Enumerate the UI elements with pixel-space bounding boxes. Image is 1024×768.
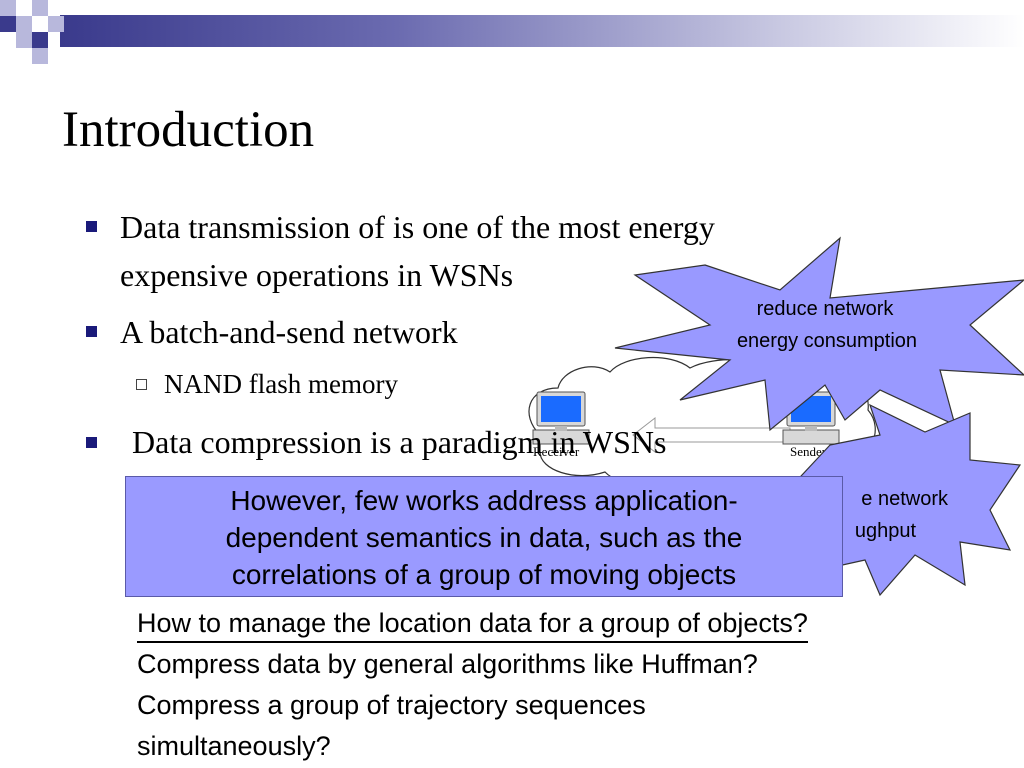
transfer-arrow — [632, 416, 791, 454]
highlight-line: However, few works address application- — [230, 485, 738, 516]
question-list: How to manage the location data for a gr… — [137, 603, 997, 767]
callout1-line2: energy consumption — [737, 330, 917, 352]
question-line: Compress a group of trajectory sequences — [137, 690, 646, 720]
bullet-square-icon — [86, 437, 97, 448]
question-line: Compress data by general algorithms like… — [137, 649, 758, 679]
deco-square — [32, 32, 48, 48]
callout2-line1: e network — [861, 488, 949, 510]
receiver-computer-icon — [532, 391, 590, 445]
receiver-label: Receiver — [533, 444, 580, 459]
bullet-square-icon — [86, 326, 97, 337]
deco-square — [16, 16, 32, 32]
deco-square — [16, 0, 32, 16]
bullet-item: A batch-and-send network — [120, 312, 458, 352]
sender-label: Sender — [790, 444, 827, 459]
sub-bullet-item: NAND flash memory — [164, 367, 398, 401]
deco-square — [32, 48, 48, 64]
bullet-item: Data compression is a paradigm in WSNs — [132, 422, 666, 462]
highlight-box: However, few works address application- … — [125, 476, 843, 597]
bullet-line: A batch-and-send network — [120, 314, 458, 350]
bullet-item: Data transmission of is one of the most … — [120, 207, 715, 295]
highlight-line: correlations of a group of moving object… — [231, 559, 737, 590]
bullet-line: expensive operations in WSNs — [120, 257, 514, 293]
question-underlined: How to manage the location data for a gr… — [137, 605, 808, 643]
deco-square — [0, 0, 16, 16]
question-line: simultaneously? — [137, 731, 331, 761]
header-gradient-bar — [60, 15, 1024, 47]
bullet-line: Data transmission of is one of the most … — [120, 209, 715, 245]
deco-square — [32, 0, 48, 16]
bullet-square-icon — [86, 221, 97, 232]
callout2-line2: ughput — [855, 520, 917, 542]
callout1-line1: reduce network — [757, 298, 895, 320]
slide-title: Introduction — [62, 102, 315, 158]
highlight-line: dependent semantics in data, such as the — [225, 522, 743, 553]
header-decoration — [0, 0, 1024, 64]
deco-square — [16, 32, 32, 48]
network-diagram: Receiver Sender reduce network energy co… — [528, 236, 1024, 597]
deco-square — [0, 16, 16, 32]
deco-square — [48, 16, 64, 32]
starburst-callout-energy — [614, 236, 1024, 432]
bullet-line: Data compression is a paradigm in WSNs — [132, 424, 667, 460]
bullet-line: NAND flash memory — [164, 369, 398, 399]
sub-bullet-square-icon — [136, 379, 147, 390]
